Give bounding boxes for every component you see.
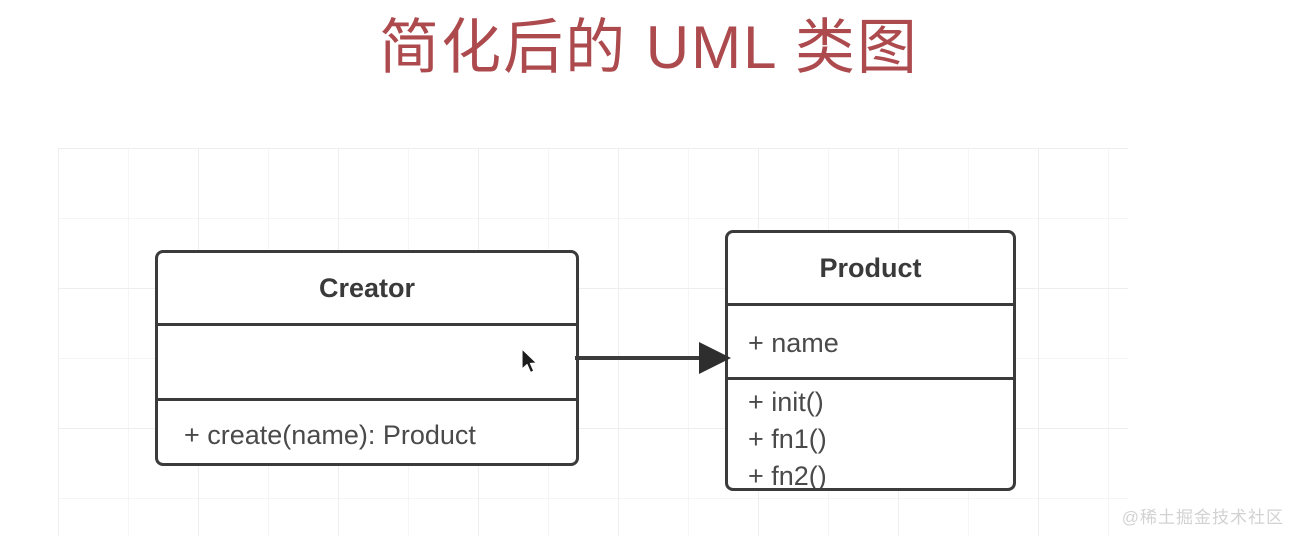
creator-name-compartment: Creator <box>158 253 576 323</box>
product-attributes-compartment: + name <box>728 303 1013 377</box>
watermark-text: @稀土掘金技术社区 <box>1121 508 1284 527</box>
product-methods-compartment: + init() + fn1() + fn2() <box>728 377 1013 491</box>
creator-methods-compartment: + create(name): Product <box>158 398 576 463</box>
cursor-arrow-shape <box>521 348 538 374</box>
uml-class-product[interactable]: Product + name + init() + fn1() + fn2() <box>725 230 1016 491</box>
uml-class-creator[interactable]: Creator + create(name): Product <box>155 250 579 466</box>
page-title: 简化后的 UML 类图 <box>379 14 919 81</box>
creator-attributes-compartment <box>158 323 576 398</box>
product-method-fn1: + fn1() <box>748 424 827 454</box>
product-name-compartment: Product <box>728 233 1013 303</box>
association-arrow-creator-to-product[interactable] <box>575 336 731 380</box>
mouse-cursor-icon <box>521 348 538 374</box>
arrowhead-filled-triangle-icon <box>699 342 731 374</box>
creator-method-create: + create(name): Product <box>184 420 476 450</box>
creator-class-name: Creator <box>318 273 416 303</box>
product-class-name: Product <box>819 253 922 283</box>
product-method-init: + init() <box>748 387 824 417</box>
product-method-fn2: + fn2() <box>748 461 827 491</box>
product-attribute-name: + name <box>748 328 839 358</box>
